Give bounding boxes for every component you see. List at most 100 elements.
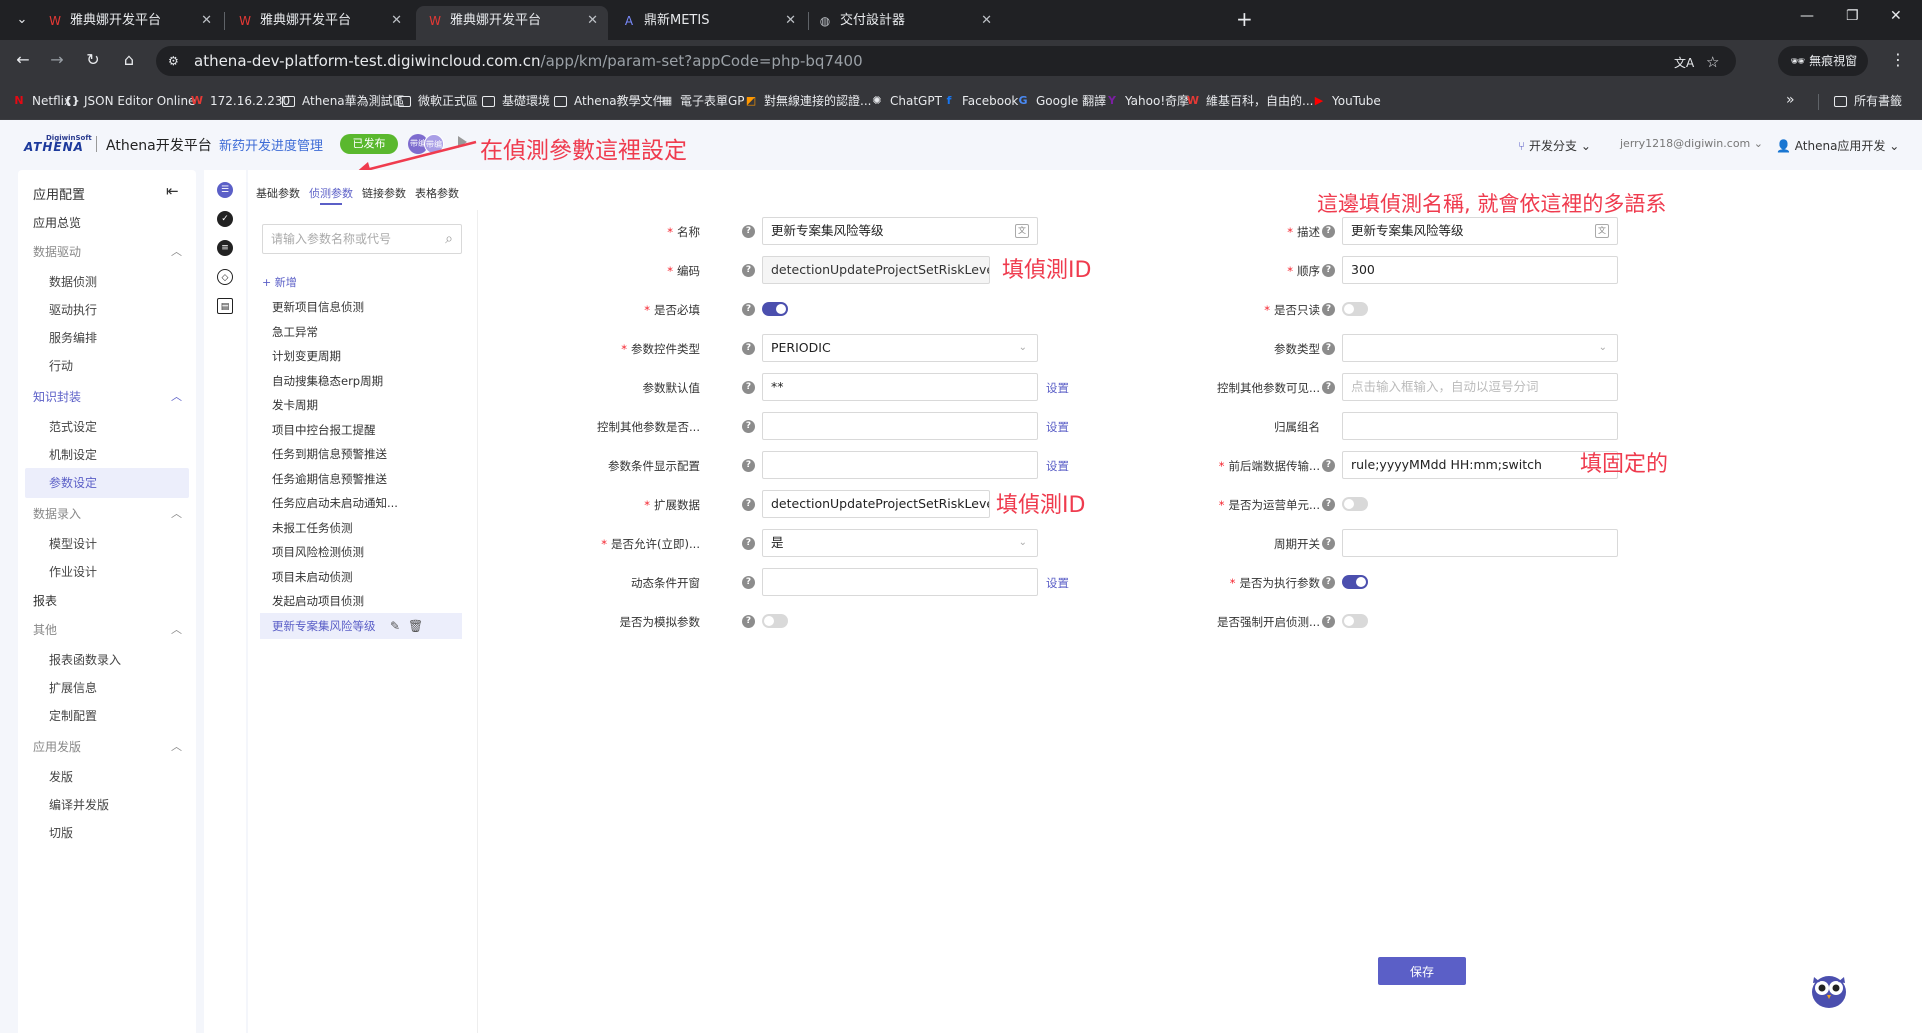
sidebar-item[interactable]: 切版 [18,818,196,848]
sidebar-item[interactable]: 参数设定 [25,468,189,498]
branch-selector[interactable]: ⑂ 开发分支 ⌄ [1518,137,1591,154]
close-icon[interactable]: ✕ [785,13,796,28]
bookmark-item[interactable]: 基礎環境 [482,92,550,110]
chevron-up-icon[interactable]: ︿ [171,245,182,258]
help-icon[interactable]: ? [742,576,755,589]
help-icon[interactable]: ? [1322,459,1335,472]
close-icon[interactable]: ✕ [587,13,598,28]
check-circle-icon[interactable]: ✓ [217,211,233,227]
param-list-item[interactable]: 任务逾期信息预警推送 [264,466,462,492]
browser-tab-active[interactable]: W 雅典娜开发平台 ✕ [416,6,608,40]
desc-field[interactable]: 更新专案集风险等级文 [1342,217,1618,245]
help-icon[interactable]: ? [742,303,755,316]
param-category-icon[interactable]: ☰ [217,182,233,198]
param-list-item[interactable]: 任务应启动未启动通知... [264,490,462,516]
ctrl-visible-field[interactable]: 点击输入框输入，自动以逗号分词 [1342,373,1618,401]
bookmark-item[interactable]: {}JSON Editor Online [64,92,195,110]
param-list-item[interactable]: 任务到期信息预警推送 [264,441,462,467]
avatar[interactable]: 带编 [408,134,428,154]
bookmark-item[interactable]: Athena華為測試區 [282,92,405,110]
chevron-up-icon[interactable]: ︿ [171,623,182,636]
param-list-item[interactable]: 发起启动项目侦测 [264,588,462,614]
assistant-owl-icon[interactable] [1808,970,1850,1010]
search-icon[interactable]: ⌕ [445,231,453,247]
ctrl-type-select[interactable]: PERIODIC⌄ [762,334,1038,362]
help-icon[interactable]: ? [742,420,755,433]
more-bookmarks-icon[interactable]: » [1786,92,1795,108]
sidebar-item[interactable]: 发版 [18,762,196,792]
list-circle-icon[interactable]: ≡ [217,240,233,256]
help-icon[interactable]: ? [1322,576,1335,589]
help-icon[interactable]: ? [1322,537,1335,550]
param-list-item[interactable]: 更新项目信息侦测 [264,294,462,320]
param-list-item[interactable]: 自动搜集稳态erp周期 [264,368,462,394]
sidebar-item[interactable]: 报表 [18,586,196,616]
tab-detection-params[interactable]: 侦测参数 [309,187,353,200]
help-icon[interactable]: ? [742,381,755,394]
param-search[interactable]: ⌕ [262,224,462,254]
default-field[interactable]: ** [762,373,1038,401]
sidebar-item[interactable]: 驱动执行 [18,295,196,325]
ctrl-other-set-link[interactable]: 设置 [1046,420,1069,434]
dyn-field[interactable] [762,568,1038,596]
help-icon[interactable]: ? [1322,498,1335,511]
param-list-item[interactable]: 发卡周期 [264,392,462,418]
browser-menu-icon[interactable]: ⋮ [1890,50,1906,69]
browser-tab[interactable]: ◍ 交付設計器 ✕ [806,6,1002,40]
tab-search-icon[interactable]: ⌄ [16,12,28,27]
home-icon[interactable]: ⌂ [123,50,135,69]
workspace-selector[interactable]: 👤 Athena应用开发 ⌄ [1776,137,1899,154]
sidebar-item[interactable]: 作业设计 [18,557,196,587]
param-list-item[interactable]: 急工异常 [264,319,462,345]
sidebar-item[interactable]: 数据侦测 [18,267,196,297]
help-icon[interactable]: ? [1322,264,1335,277]
sidebar-item[interactable]: 机制设定 [18,440,196,470]
bookmark-item[interactable]: Athena教學文件 [554,92,665,110]
restore-icon[interactable]: ❐ [1846,8,1859,24]
collapse-sidebar-icon[interactable]: ⇤ [166,182,179,200]
ctrl-other-field[interactable] [762,412,1038,440]
help-icon[interactable]: ? [1322,225,1335,238]
reload-icon[interactable]: ↻ [86,50,100,69]
incognito-chip[interactable]: 🕶 無痕視窗 [1778,46,1868,76]
minimize-icon[interactable]: — [1800,8,1814,24]
sidebar-item[interactable]: 服务编排 [18,323,196,353]
sidebar-group[interactable]: 知识封装︿ [18,382,196,412]
address-bar[interactable]: ⚙ athena-dev-platform-test.digiwincloud.… [156,46,1736,76]
help-icon[interactable]: ? [742,498,755,511]
ops-toggle[interactable] [1342,497,1368,511]
sidebar-group[interactable]: 其他︿ [18,615,196,645]
add-param-button[interactable]: + 新增 [262,276,297,289]
translate-icon[interactable]: 文 [1015,224,1029,238]
sidebar-item[interactable]: 范式设定 [18,412,196,442]
chevron-up-icon[interactable]: ︿ [171,740,182,753]
help-icon[interactable]: ? [742,615,755,628]
sidebar-item[interactable]: 应用总览 [18,208,196,238]
browser-tab[interactable]: W 雅典娜开发平台 ✕ [226,6,412,40]
sidebar-group[interactable]: 数据录入︿ [18,499,196,529]
help-icon[interactable]: ? [742,264,755,277]
default-set-link[interactable]: 设置 [1046,381,1069,395]
force-toggle[interactable] [1342,614,1368,628]
param-search-input[interactable] [271,225,431,253]
translate-icon[interactable]: 文A [1674,56,1695,70]
param-list-item[interactable]: 更新专案集风险等级✎🗑 [260,612,462,639]
save-button[interactable]: 保存 [1378,957,1466,985]
allow-select[interactable]: 是⌄ [762,529,1038,557]
expand-arrow-icon[interactable] [458,136,467,148]
help-icon[interactable]: ? [1322,342,1335,355]
bookmark-item[interactable]: 微軟正式區 [398,92,478,110]
all-bookmarks-folder[interactable]: 所有書籤 [1834,92,1902,110]
cycle-field[interactable] [1342,529,1618,557]
site-info-icon[interactable]: ⚙ [168,54,179,68]
bookmark-item[interactable]: ▶YouTube [1312,92,1381,110]
new-tab-button[interactable]: + [1236,7,1253,31]
edit-icon[interactable]: ✎ [390,618,401,633]
close-icon[interactable]: ✕ [201,13,212,28]
back-icon[interactable]: ← [16,50,30,69]
group-field[interactable] [1342,412,1618,440]
app-name-link[interactable]: 新药开发进度管理 [219,139,324,154]
